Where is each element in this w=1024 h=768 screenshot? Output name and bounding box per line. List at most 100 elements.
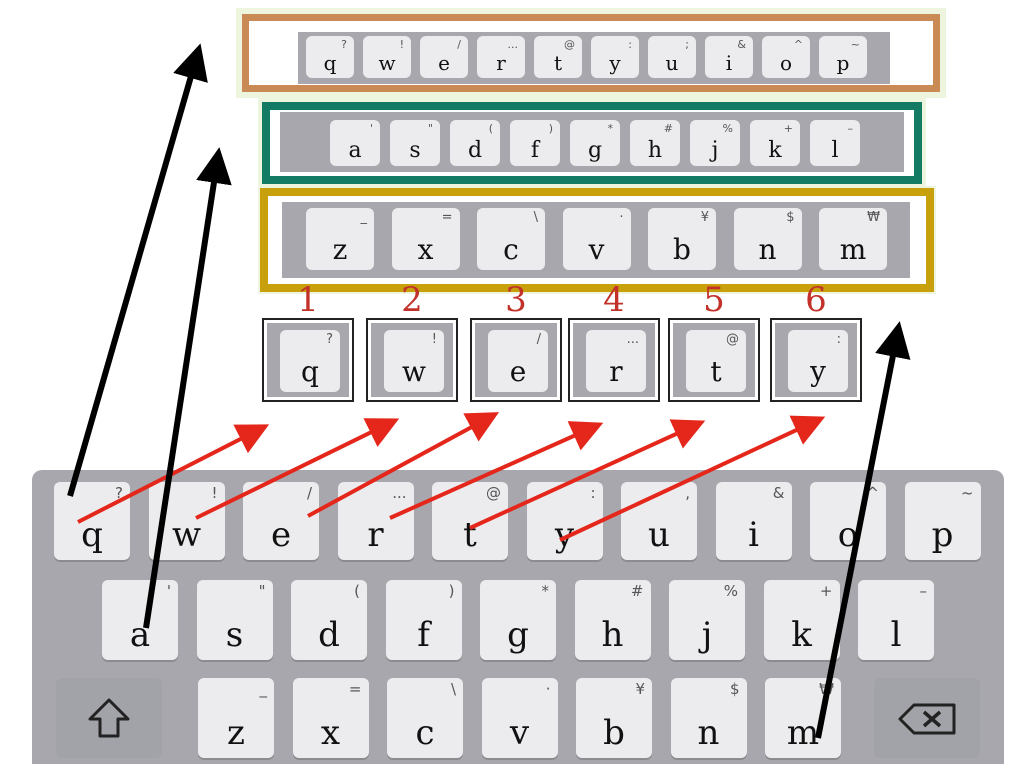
key-i[interactable]: &i	[715, 482, 792, 560]
key-primary-label: m	[839, 233, 867, 267]
middle-row-key-a[interactable]: 'a	[330, 120, 380, 166]
key-u[interactable]: ,u	[621, 482, 697, 560]
top-row-key-i[interactable]: &i	[705, 36, 753, 78]
demo-key-q[interactable]: ?q	[280, 330, 340, 392]
middle-row-key-g[interactable]: *g	[570, 120, 620, 166]
key-secondary-label: ...	[392, 484, 407, 502]
key-secondary-label: =	[441, 210, 453, 225]
key-primary-label: f	[417, 615, 430, 656]
demo-key-y[interactable]: :y	[788, 330, 848, 392]
middle-row-key-d[interactable]: (d	[450, 120, 500, 166]
middle-row-key-f[interactable]: )f	[510, 120, 560, 166]
key-primary-label: x	[320, 713, 341, 754]
bottom-row-key-n[interactable]: $n	[733, 208, 802, 270]
key-x[interactable]: =x	[292, 678, 369, 758]
top-row-key-p[interactable]: ~p	[819, 36, 867, 78]
key-primary-label: l	[831, 138, 839, 164]
key-secondary-label: +	[783, 122, 793, 135]
bottom-row-key-x[interactable]: =x	[391, 208, 460, 270]
key-g[interactable]: *g	[480, 580, 556, 660]
key-primary-label: n	[697, 713, 720, 754]
key-secondary-label: @	[486, 484, 501, 502]
key-secondary-label: \	[533, 210, 538, 225]
key-primary-label: a	[348, 138, 362, 164]
top-row-key-y[interactable]: :y	[591, 36, 639, 78]
black-arrows	[67, 43, 911, 739]
key-n[interactable]: $n	[670, 678, 747, 758]
key-p[interactable]: ~p	[904, 482, 981, 560]
key-primary-label: e	[438, 51, 450, 76]
key-primary-label: w	[402, 355, 426, 389]
bottom-row-key-m[interactable]: ₩m	[819, 208, 887, 270]
key-secondary-label: ?	[326, 332, 333, 347]
key-secondary-label: )	[548, 122, 553, 135]
top-row-key-r[interactable]: ...r	[477, 36, 525, 78]
demo-key-w[interactable]: !w	[384, 330, 444, 392]
key-k[interactable]: +k	[763, 580, 840, 660]
key-secondary-label: ^	[793, 38, 803, 51]
delete-key[interactable]	[874, 678, 980, 758]
top-row-key-t[interactable]: @t	[534, 36, 582, 78]
backspace-icon	[898, 703, 956, 735]
top-row-key-e[interactable]: /e	[420, 36, 468, 78]
bottom-row-key-z[interactable]: _z	[306, 208, 374, 270]
demo-key-frame-t: @t	[668, 318, 760, 402]
top-row-key-q[interactable]: ?q	[306, 36, 354, 78]
key-s[interactable]: "s	[196, 580, 273, 660]
key-secondary-label: @	[726, 332, 739, 347]
key-e[interactable]: /e	[243, 482, 319, 560]
key-primary-label: p	[836, 51, 850, 76]
red-arrow-t	[469, 419, 706, 530]
key-primary-label: j	[701, 615, 713, 656]
step-number-4: 4	[603, 280, 625, 320]
step-number-6: 6	[805, 280, 827, 320]
key-b[interactable]: ¥b	[576, 678, 652, 758]
middle-row-key-k[interactable]: +k	[750, 120, 800, 166]
key-secondary-label: ~	[850, 38, 860, 51]
demo-key-r[interactable]: ...r	[586, 330, 646, 392]
key-f[interactable]: )f	[385, 580, 462, 660]
key-l[interactable]: –l	[858, 580, 934, 660]
key-q[interactable]: ?q	[54, 482, 130, 560]
top-row-key-u[interactable]: ;u	[648, 36, 696, 78]
key-d[interactable]: (d	[291, 580, 367, 660]
key-v[interactable]: ·v	[481, 678, 558, 758]
key-secondary-label: ;	[685, 38, 689, 51]
key-secondary-label: :	[590, 484, 596, 502]
key-secondary-label: *	[541, 582, 550, 600]
bottom-row-key-c[interactable]: \c	[477, 208, 545, 270]
key-primary-label: f	[530, 138, 540, 164]
key-secondary-label: +	[819, 582, 833, 600]
key-j[interactable]: %j	[669, 580, 745, 660]
black-arrow-a-row	[143, 147, 232, 629]
middle-row-key-s[interactable]: "s	[390, 120, 440, 166]
bottom-row-key-v[interactable]: ·v	[562, 208, 631, 270]
key-primary-label: u	[665, 51, 679, 76]
key-secondary-label: #	[663, 122, 673, 135]
key-primary-label: t	[710, 355, 722, 389]
demo-key-e[interactable]: /e	[488, 330, 548, 392]
key-z[interactable]: _z	[198, 678, 274, 758]
key-secondary-label: /	[457, 38, 461, 51]
key-secondary-label: "	[258, 582, 266, 600]
middle-row-key-l[interactable]: –l	[810, 120, 860, 166]
middle-row-key-j[interactable]: %j	[690, 120, 740, 166]
top-row-key-o[interactable]: ^o	[762, 36, 810, 78]
middle-row-key-h[interactable]: #h	[630, 120, 680, 166]
shift-key[interactable]	[56, 678, 162, 758]
demo-key-t[interactable]: @t	[686, 330, 746, 392]
key-h[interactable]: #h	[574, 580, 651, 660]
key-secondary-label: '	[369, 122, 373, 135]
bottom-row-key-b[interactable]: ¥b	[648, 208, 716, 270]
key-secondary-label: "	[427, 122, 433, 135]
step-number-2: 2	[401, 280, 423, 320]
key-secondary-label: ·	[619, 210, 624, 225]
key-primary-label: h	[601, 615, 624, 656]
key-secondary-label: ...	[626, 332, 639, 347]
key-c[interactable]: \c	[387, 678, 463, 758]
top-row-key-w[interactable]: !w	[363, 36, 411, 78]
key-primary-label: r	[609, 355, 623, 389]
key-primary-label: g	[507, 615, 529, 656]
key-primary-label: p	[931, 515, 954, 556]
